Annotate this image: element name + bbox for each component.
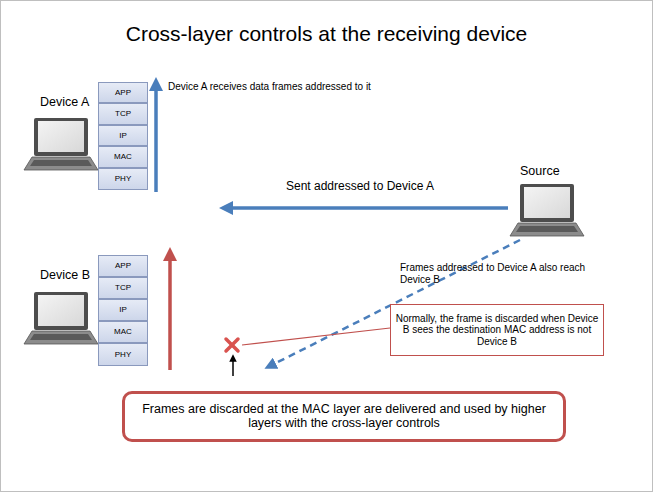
node-text: TCP — [115, 283, 131, 292]
annotation-text: Frames addressed to Device A also reach … — [400, 262, 600, 285]
arrow-label: Sent addressed to Device A — [270, 180, 450, 194]
device-label: Device B — [40, 268, 100, 282]
layer-box: IP — [98, 125, 148, 146]
callout-box: Normally, the frame is discarded when De… — [390, 304, 604, 356]
annotation-text: Device A receives data frames addressed … — [168, 81, 428, 93]
layer-box: TCP — [98, 277, 148, 299]
node-text: PHY — [115, 350, 131, 359]
layer-box: MAC — [98, 146, 148, 168]
upward-arrow — [154, 84, 158, 192]
small-arrow — [232, 358, 234, 376]
node-text: MAC — [114, 152, 132, 161]
node-text: Frames are discarded at the MAC layer ar… — [133, 402, 555, 431]
laptop-icon — [510, 184, 584, 236]
node-text: APP — [115, 261, 131, 270]
node-text: APP — [115, 88, 131, 97]
discard-mark — [226, 339, 238, 351]
node-text: IP — [119, 305, 127, 314]
laptop-icon — [24, 118, 98, 170]
layer-box: APP — [98, 82, 148, 103]
leader-line — [242, 328, 390, 345]
node-text: Normally, the frame is discarded when De… — [395, 313, 599, 348]
node-text: TCP — [115, 109, 131, 118]
layer-box: PHY — [98, 343, 148, 366]
node-text: MAC — [114, 327, 132, 336]
layer-box: PHY — [98, 168, 148, 190]
device-label: Device A — [40, 95, 100, 109]
layer-box: MAC — [98, 321, 148, 343]
upward-arrow — [168, 254, 172, 370]
device-label: Source — [520, 164, 590, 178]
layer-box: IP — [98, 299, 148, 321]
conclusion-box: Frames are discarded at the MAC layer ar… — [122, 391, 566, 442]
node-text: IP — [119, 131, 127, 140]
frame-arrow — [226, 206, 508, 210]
laptop-icon — [24, 292, 98, 344]
layer-box: TCP — [98, 103, 148, 125]
node-text: PHY — [115, 174, 131, 183]
slide-title: Cross-layer controls at the receiving de… — [0, 22, 653, 46]
layer-box: APP — [98, 255, 148, 277]
